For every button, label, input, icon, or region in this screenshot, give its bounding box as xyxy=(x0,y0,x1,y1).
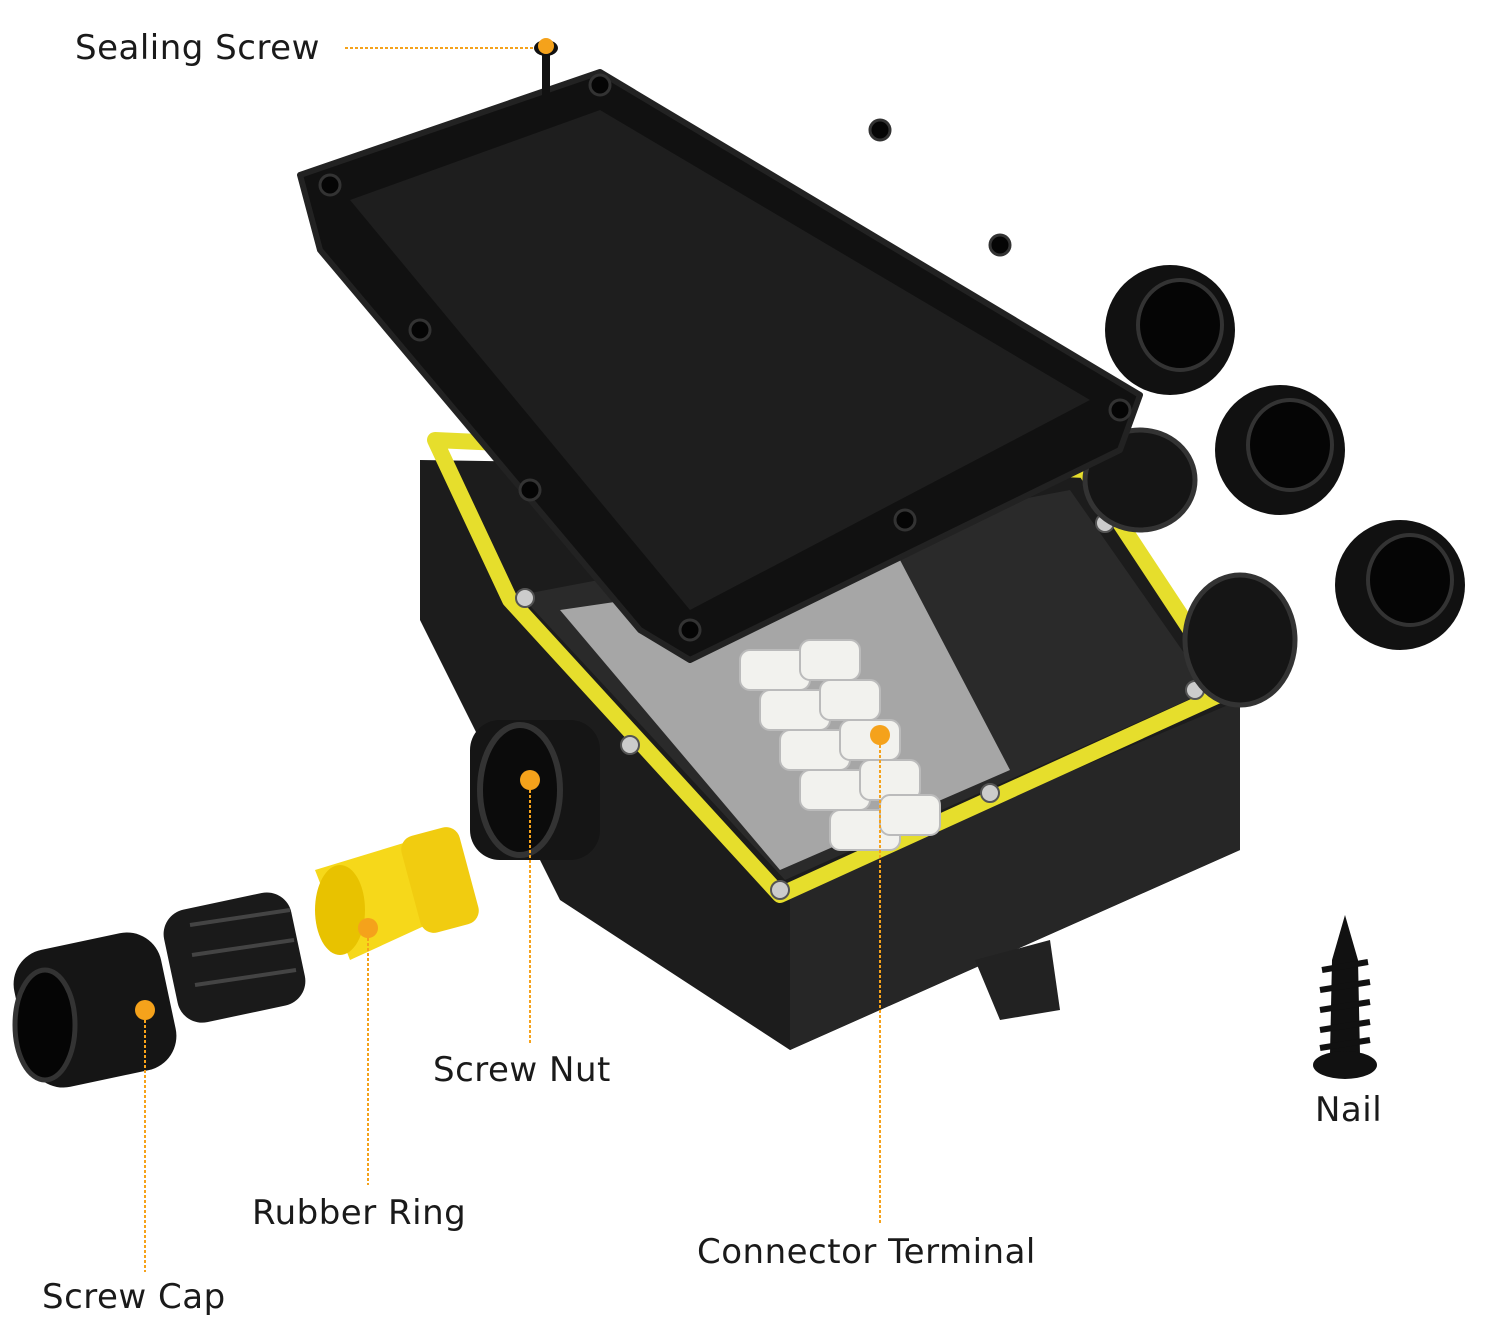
rubber-ring-part xyxy=(315,827,479,960)
label-screw-cap: Screw Cap xyxy=(42,1277,226,1317)
marker-dots xyxy=(135,38,890,1020)
label-screw-nut: Screw Nut xyxy=(433,1050,611,1090)
spare-caps xyxy=(1105,265,1465,650)
marker-screw-cap xyxy=(135,1000,155,1020)
label-connector-terminal: Connector Terminal xyxy=(697,1232,1036,1272)
label-sealing-screw: Sealing Screw xyxy=(75,28,320,68)
marker-rubber-ring xyxy=(358,918,378,938)
box-side-gland-left xyxy=(470,720,600,860)
box-side-gland-right xyxy=(1082,427,1298,708)
label-rubber-ring: Rubber Ring xyxy=(252,1193,467,1233)
label-nail: Nail xyxy=(1315,1090,1383,1130)
claw-part xyxy=(163,892,306,1023)
connector-terminal xyxy=(739,639,941,851)
junction-box-lid xyxy=(297,69,1143,663)
screw-cap-part xyxy=(12,932,177,1088)
marker-sealing-screw xyxy=(538,38,554,54)
marker-connector-terminal xyxy=(870,725,890,745)
nail-part xyxy=(1313,915,1377,1079)
marker-screw-nut xyxy=(520,770,540,790)
leader-lines xyxy=(144,47,881,1272)
